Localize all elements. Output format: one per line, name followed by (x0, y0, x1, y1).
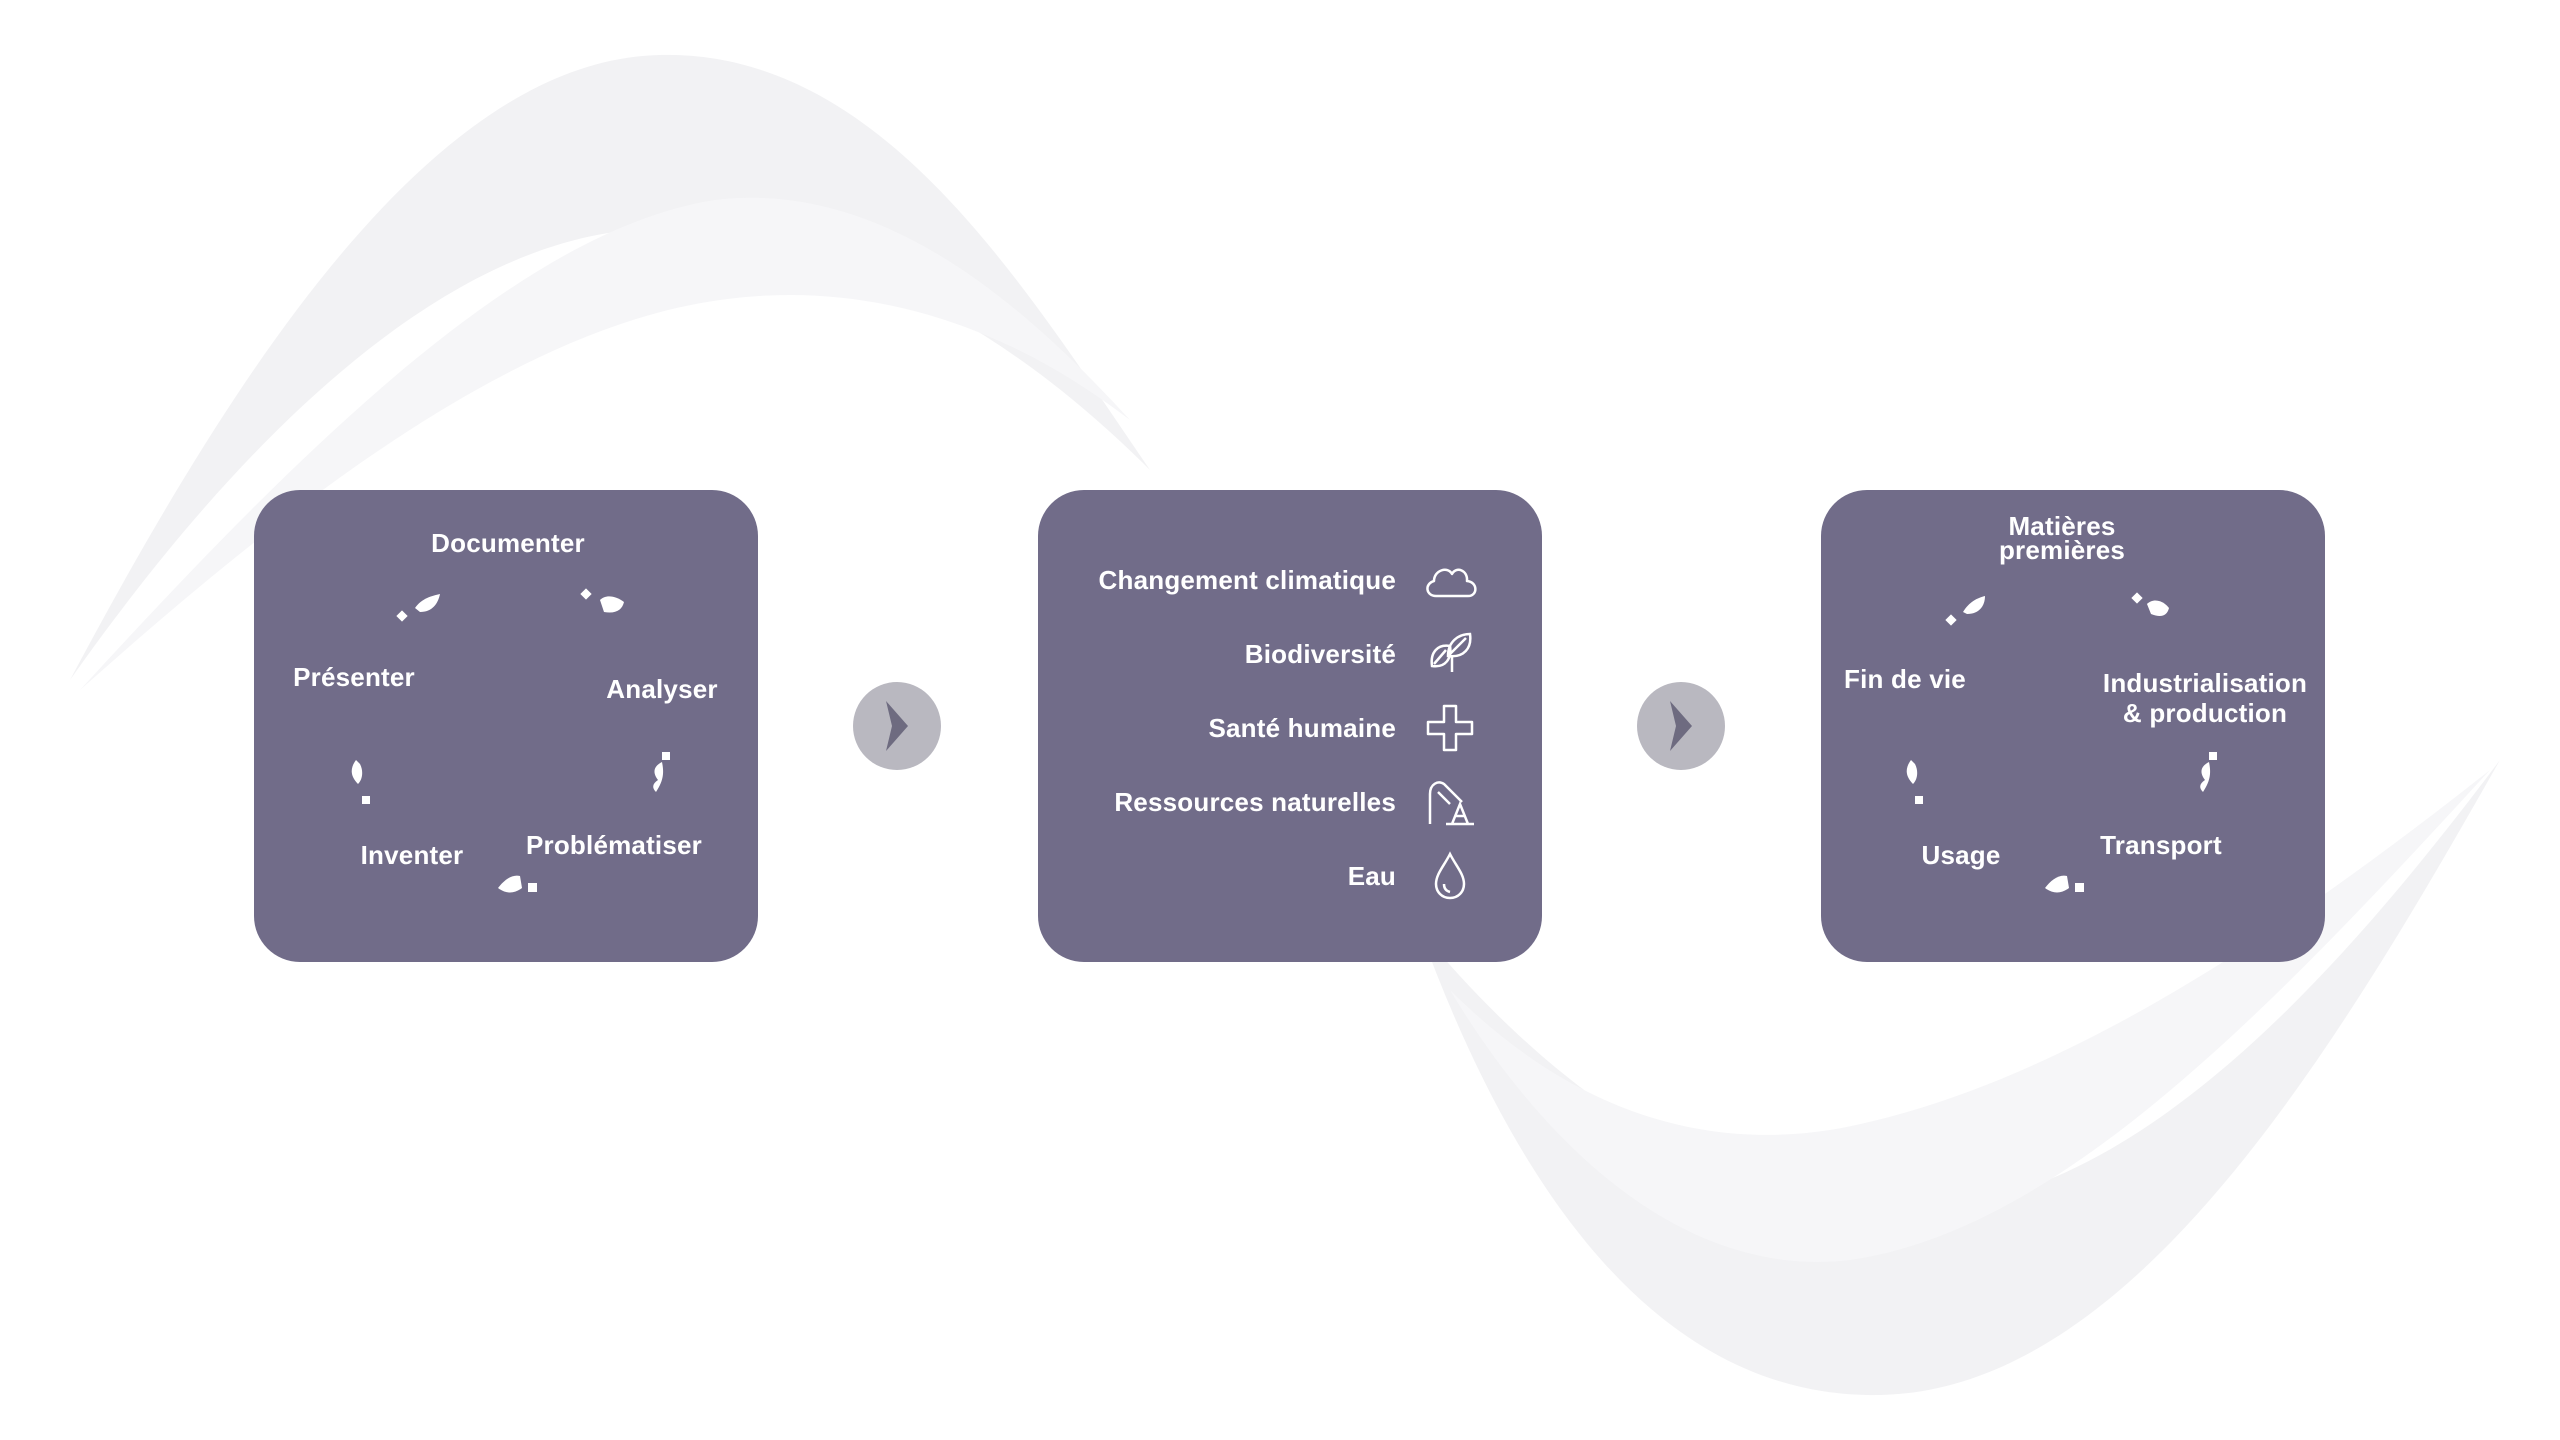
stage-end-of-life: Fin de vie (1844, 664, 1966, 694)
step-presenter: Présenter (293, 662, 415, 692)
impact-label: Santé humaine (1208, 713, 1396, 743)
cycle-arrows (351, 588, 670, 893)
step-problematiser: Problématiser (525, 830, 703, 860)
water-drop-icon (1434, 851, 1466, 900)
chevron-right-icon (886, 701, 908, 751)
impact-row-biodiversity: Biodiversité (1038, 626, 1542, 682)
impact-label: Changement climatique (1098, 565, 1396, 595)
step-analyser: Analyser (606, 674, 718, 704)
next-arrow-button-1[interactable] (853, 682, 941, 770)
stage-industrialisation-production: Industrialisation & production (2102, 668, 2308, 728)
process-cycle-card: Documenter Analyser Problématiser Invent… (254, 490, 758, 962)
stage-usage: Usage (1921, 840, 2001, 870)
plus-icon (1426, 704, 1474, 752)
impact-label: Eau (1347, 861, 1396, 891)
life-cycle-card: Matières premières Industrialisation & p… (1821, 490, 2325, 962)
next-arrow-button-2[interactable] (1637, 682, 1725, 770)
impact-categories-card: Changement climatique Biodiversité Santé… (1038, 490, 1542, 962)
stage-raw-materials: Matières premières (1998, 511, 2126, 565)
cycle-arrows (1906, 592, 2217, 893)
leaves-icon (1430, 632, 1472, 672)
impact-label: Biodiversité (1244, 639, 1396, 669)
step-documenter: Documenter (431, 528, 585, 558)
impact-row-climate: Changement climatique (1038, 552, 1542, 608)
impact-row-water: Eau (1038, 848, 1542, 904)
cloud-icon (1426, 568, 1477, 598)
step-inventer: Inventer (360, 840, 464, 870)
impact-label: Ressources naturelles (1114, 787, 1396, 817)
impact-row-human-health: Santé humaine (1038, 700, 1542, 756)
chevron-right-icon (1670, 701, 1692, 751)
oil-pump-icon (1428, 781, 1474, 826)
stage-transport: Transport (2100, 830, 2222, 860)
impact-row-natural-resources: Ressources naturelles (1038, 774, 1542, 830)
